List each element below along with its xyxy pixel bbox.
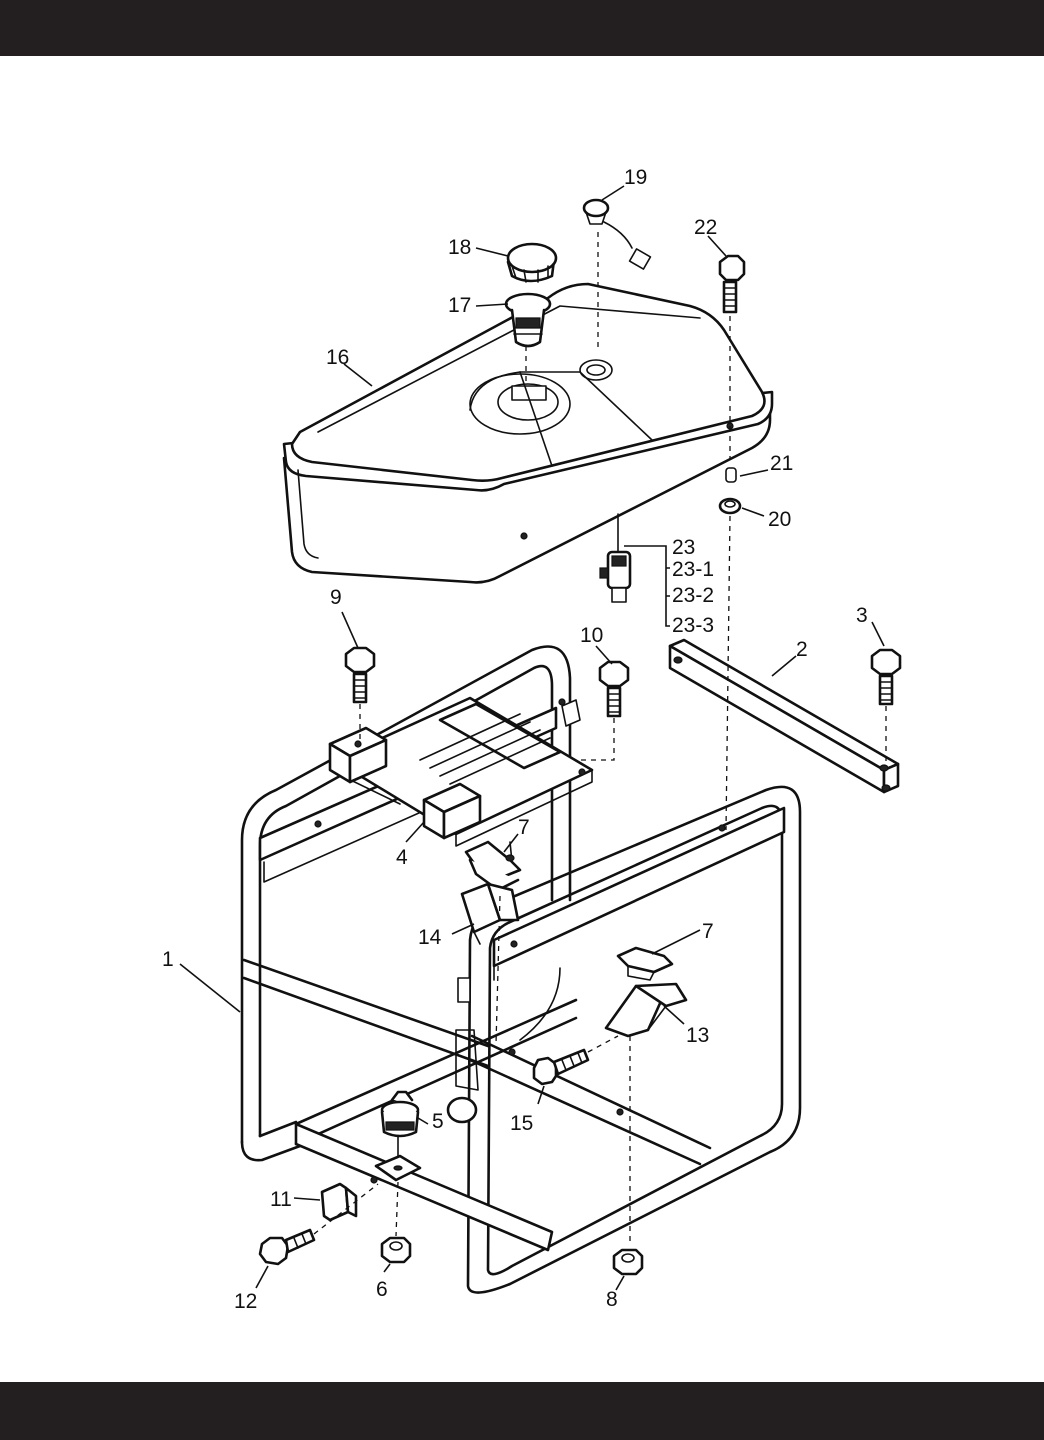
- callout-16: 16: [326, 346, 349, 369]
- bracket-bolt-right: [598, 660, 630, 718]
- tank-cushion: [718, 497, 742, 515]
- callout-5: 5: [432, 1110, 444, 1133]
- callout-11: 11: [270, 1188, 292, 1211]
- callout-20: 20: [768, 508, 791, 531]
- tank-bolt: [718, 254, 746, 314]
- callout-10: 10: [580, 624, 603, 647]
- callout-23-2: 23-2: [672, 584, 714, 607]
- callout-2: 2: [796, 638, 808, 661]
- footer-bar: [0, 1382, 1044, 1440]
- side-bracket-bolt: [870, 648, 902, 706]
- side-bracket: [668, 638, 900, 794]
- callout-14: 14: [418, 926, 442, 949]
- tank-collar: [725, 467, 737, 483]
- nut-rear: [380, 1236, 412, 1264]
- callout-19: 19: [624, 166, 647, 189]
- fuel-gauge: [582, 198, 652, 270]
- header-bar: [0, 0, 1044, 56]
- callout-7-rear: 7: [518, 816, 530, 839]
- callout-17: 17: [448, 294, 471, 317]
- engine-mount-plate-front: [604, 982, 688, 1038]
- vibration-mount: [380, 1090, 420, 1161]
- callout-23-1: 23-1: [672, 558, 714, 581]
- callout-21: 21: [770, 452, 793, 475]
- callout-6: 6: [376, 1278, 388, 1301]
- engine-mount-bolt: [532, 1048, 590, 1086]
- fuel-cock: [599, 513, 632, 603]
- fuel-cap: [506, 242, 558, 283]
- bracket-bolt-left: [344, 646, 376, 704]
- engine-mount-bracket-front: [616, 946, 674, 981]
- callout-22: 22: [694, 216, 717, 239]
- fuel-strainer: [504, 292, 552, 348]
- callout-13: 13: [686, 1024, 709, 1047]
- callout-9: 9: [330, 586, 342, 609]
- callout-23-3: 23-3: [672, 614, 714, 637]
- mount-plate: [374, 1154, 422, 1182]
- callout-18: 18: [448, 236, 471, 259]
- ground-bolt: [258, 1228, 316, 1266]
- ground-bracket: [320, 1182, 358, 1222]
- callout-8: 8: [606, 1288, 618, 1311]
- callout-23: 23: [672, 536, 695, 559]
- callout-12: 12: [234, 1290, 257, 1313]
- callout-4: 4: [396, 846, 408, 869]
- callout-3: 3: [856, 604, 868, 627]
- callout-labels: 1 2 3 4 5 6 7 7 8 9 10 11 12 13 14 15 16…: [162, 166, 868, 1313]
- fuel-tank: [282, 282, 774, 584]
- tank-bracket: [328, 696, 594, 847]
- callout-1: 1: [162, 948, 174, 971]
- nut-front: [612, 1248, 644, 1276]
- engine-mount-bracket-rear: [464, 840, 522, 892]
- callout-7-front: 7: [702, 920, 714, 943]
- assembly-lines: [313, 232, 887, 1244]
- callout-15: 15: [510, 1112, 533, 1135]
- leader-lines: [179, 185, 885, 1291]
